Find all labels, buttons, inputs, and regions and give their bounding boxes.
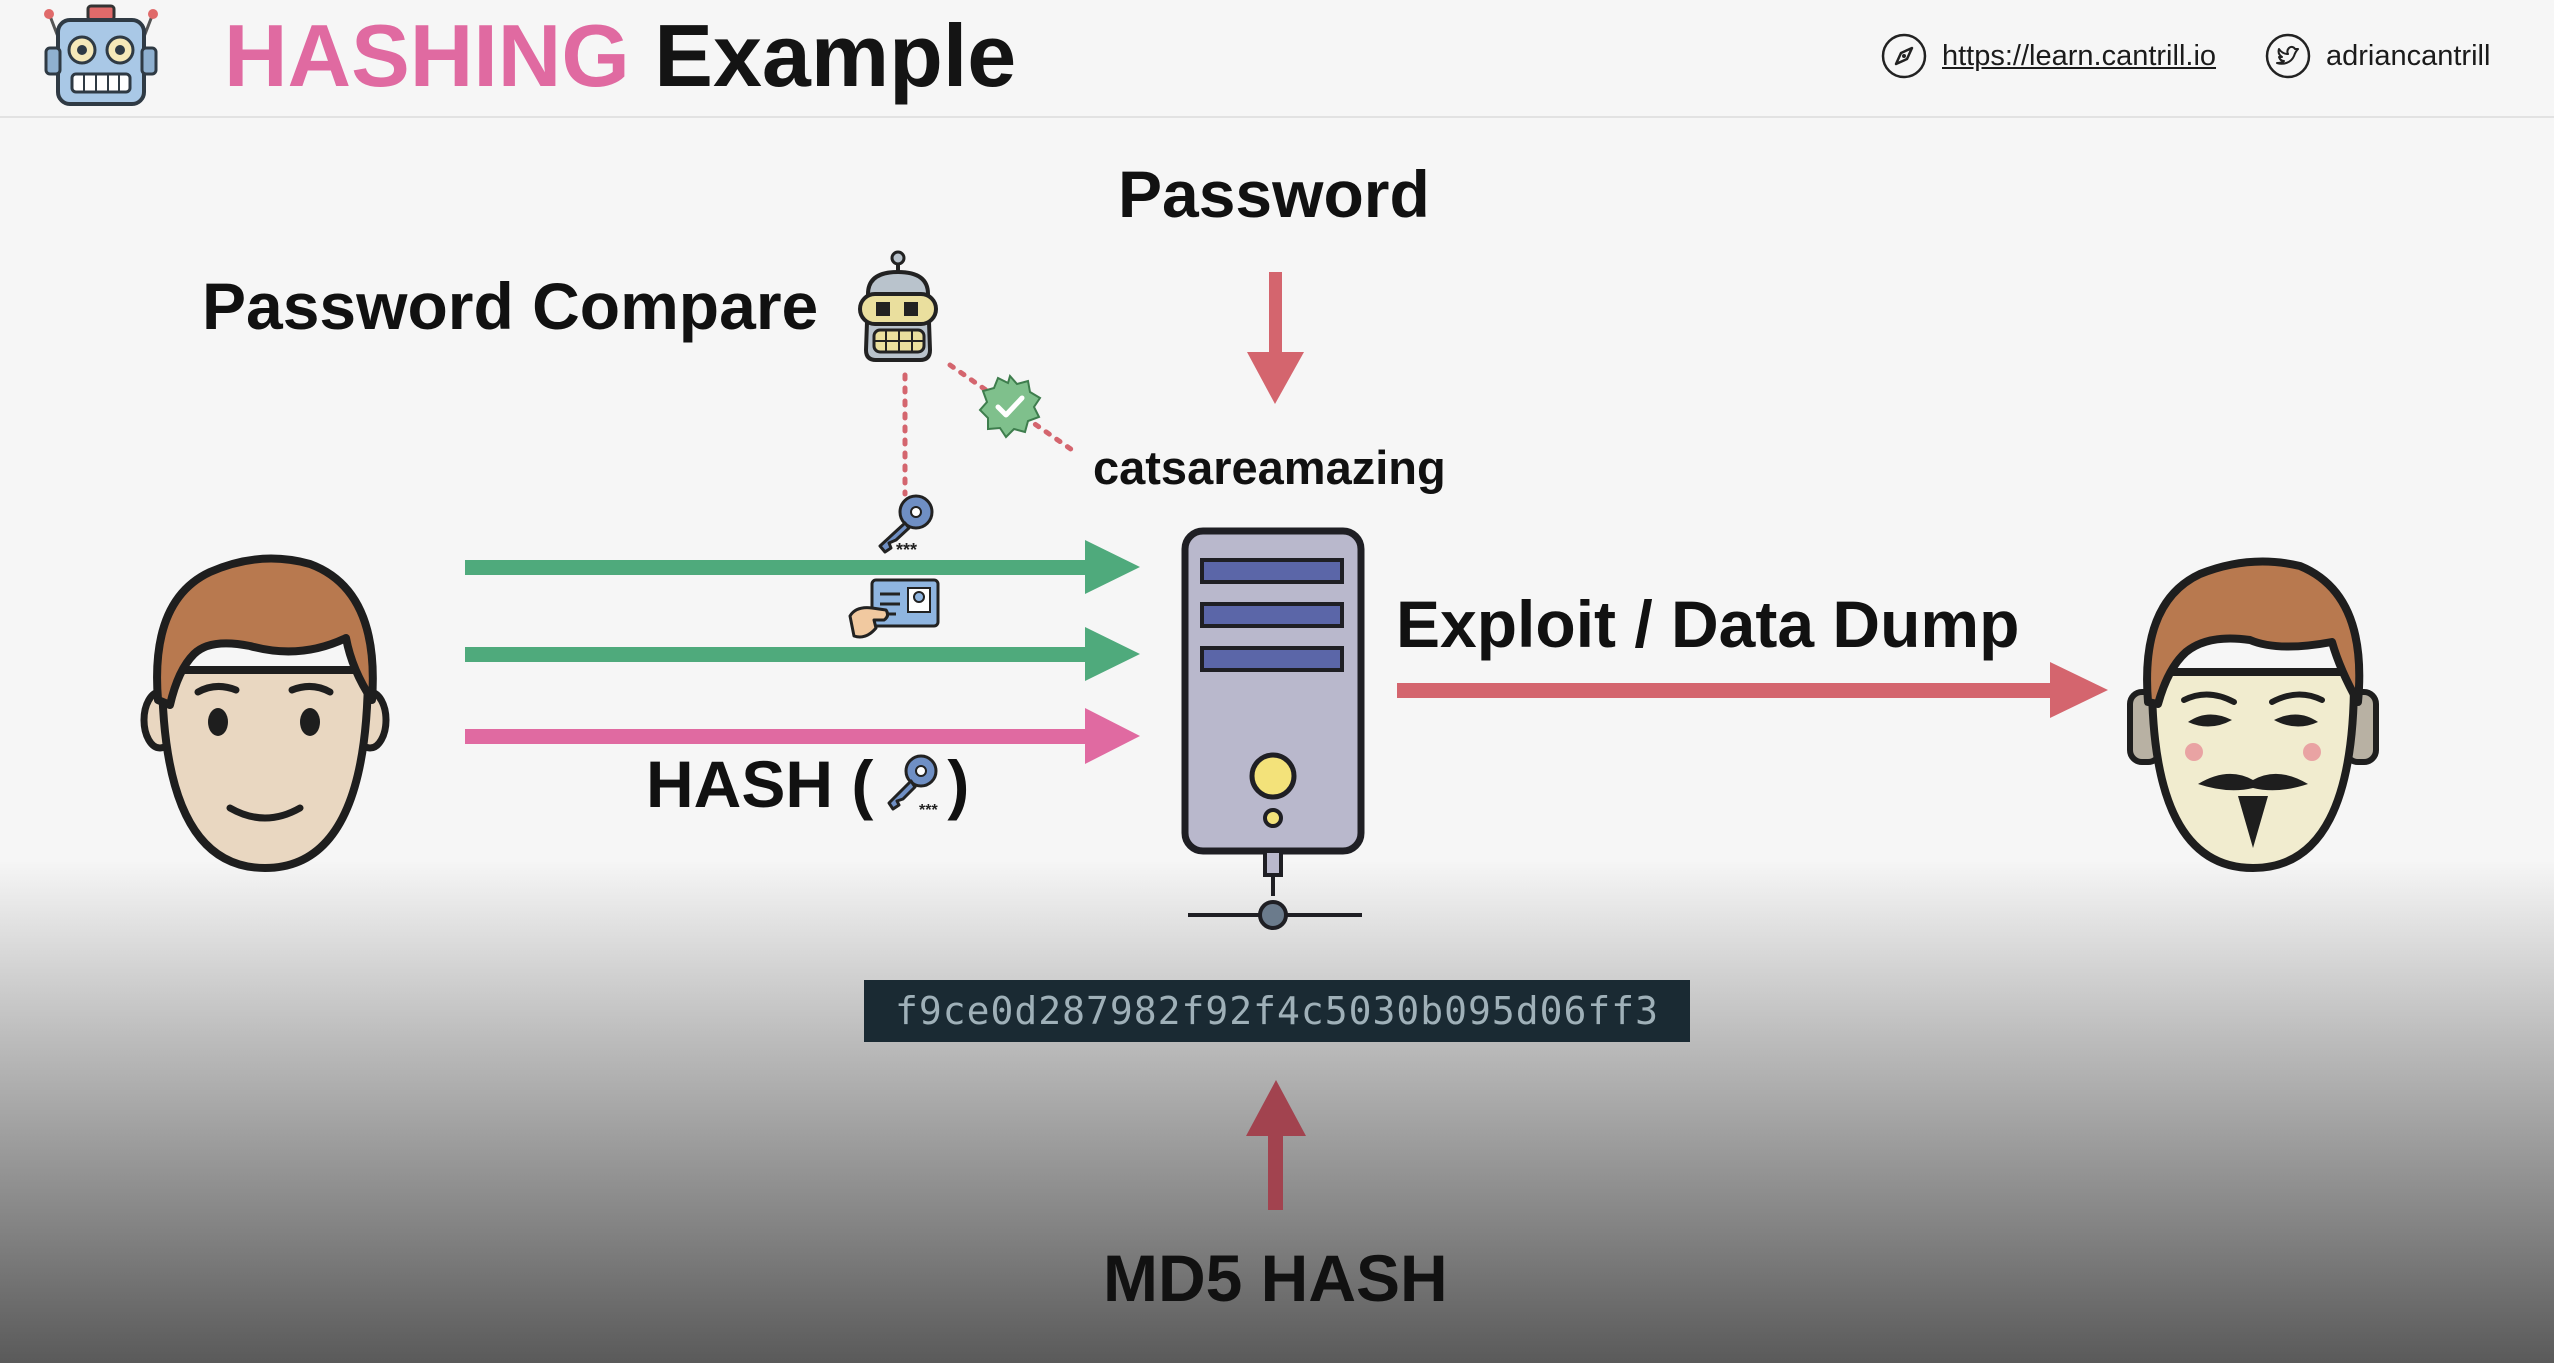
compare-robot-icon xyxy=(858,250,938,362)
twitter-handle[interactable]: adriancantrill xyxy=(2326,39,2491,72)
hash-value-box: f9ce0d287982f92f4c5030b095d06ff3 xyxy=(864,980,1690,1042)
green-arrow-top xyxy=(465,540,1140,594)
attacker-mask-icon xyxy=(2127,557,2379,873)
password-label: Password xyxy=(1118,157,1430,231)
md5-hash-label: MD5 HASH xyxy=(1103,1241,1448,1315)
title-accent: HASHING xyxy=(224,6,630,105)
compass-icon xyxy=(1881,33,1927,79)
user-face-icon xyxy=(140,554,390,873)
plain-password-text: catsareamazing xyxy=(1093,441,1446,494)
website-url[interactable]: https://learn.cantrill.io xyxy=(1942,39,2217,72)
check-badge-icon xyxy=(978,373,1042,439)
exploit-arrow xyxy=(1397,662,2108,718)
hash-label: HASH ( *** ) xyxy=(646,746,969,822)
pink-arrow-hash xyxy=(465,708,1140,764)
password-down-arrow xyxy=(1247,272,1304,404)
green-arrow-middle xyxy=(465,627,1140,681)
exploit-label: Exploit / Data Dump xyxy=(1396,587,2020,661)
key-icon: *** xyxy=(887,754,939,817)
key-stars: *** xyxy=(919,802,938,817)
md5-up-arrow xyxy=(1246,1080,1306,1210)
id-card-icon xyxy=(848,578,940,639)
twitter-bird-icon xyxy=(2265,33,2311,79)
hash-label-suffix: ) xyxy=(947,747,970,821)
title-rest: Example xyxy=(654,6,1017,105)
server-icon xyxy=(1181,527,1365,930)
key-stars: *** xyxy=(896,540,917,560)
key-icon: *** xyxy=(878,494,934,560)
robot-logo-icon xyxy=(44,4,158,106)
hash-label-prefix: HASH ( xyxy=(646,747,874,821)
header-bar: HASHING Example https://learn.cantrill.i… xyxy=(0,0,2554,118)
password-compare-label: Password Compare xyxy=(202,269,819,343)
page-title: HASHING Example xyxy=(224,6,1016,106)
twitter-link[interactable]: adriancantrill xyxy=(2264,30,2490,82)
website-link[interactable]: https://learn.cantrill.io xyxy=(1880,30,2216,82)
